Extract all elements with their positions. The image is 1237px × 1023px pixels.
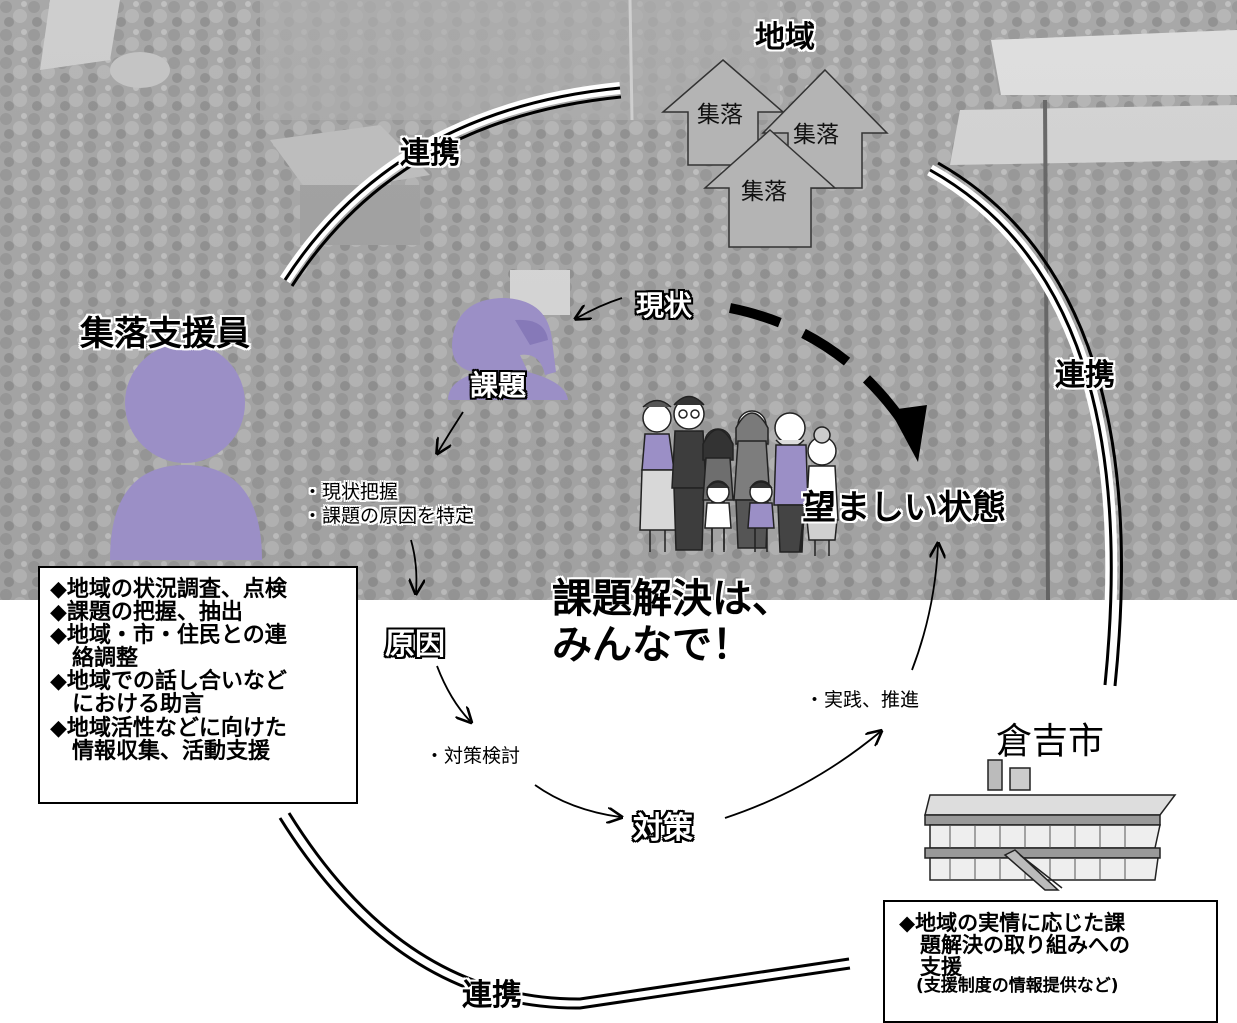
village-label-2: 集落	[793, 122, 839, 148]
supporter-role-1: ◆地域の状況調査、点検	[50, 577, 287, 602]
supporter-title: 集落支援員	[80, 314, 250, 354]
city-role-note: (支援制度の情報提供など)	[899, 976, 1119, 997]
city-role-1-cont: 題解決の取り組みへの	[899, 933, 1130, 958]
step-grasp-line1: ・現状把握	[303, 481, 399, 503]
desired-state-label: 望ましい状態	[802, 488, 1006, 528]
city-hall-building	[924, 759, 1177, 891]
link-label-bottom: 連携	[462, 978, 522, 1013]
supporter-role-2: ◆課題の把握、抽出	[50, 600, 243, 626]
link-label-top: 連携	[400, 136, 460, 171]
link-arc-right	[927, 161, 1123, 687]
step-grasp-line2: ・課題の原因を特定	[303, 505, 475, 527]
link-arc-bottom	[274, 812, 851, 1015]
slogan-line2: みんなで！	[552, 622, 752, 668]
village-houses	[660, 59, 889, 248]
dashed-progress-arrow	[729, 303, 927, 462]
family-illustration	[639, 395, 839, 556]
city-role-1-cont2: 支援	[899, 955, 962, 980]
supporter-role-4: ◆地域での話し合いなど	[50, 669, 287, 695]
cause-label: 原因	[385, 627, 445, 662]
city-title: 倉吉市	[996, 721, 1105, 762]
link-label-right: 連携	[1055, 358, 1115, 393]
supporter-role-5: ◆地域活性などに向けた	[50, 715, 287, 741]
village-label-3: 集落	[741, 179, 787, 205]
flow-arrows	[411, 297, 938, 818]
slogan-line1: 課題解決は、	[552, 576, 792, 622]
step-practice: ・実践、推進	[805, 689, 920, 711]
measure-label: 対策	[633, 811, 693, 846]
supporter-role-5-cont: 情報収集、活動支援	[50, 738, 271, 764]
current-state-label: 現状	[636, 289, 693, 322]
issue-label: 課題	[470, 369, 527, 402]
supporter-role-3: ◆地域・市・住民との連	[50, 623, 287, 649]
step-examine: ・対策検討	[425, 745, 521, 767]
link-arc-top-left	[279, 82, 622, 287]
city-roles-box: ◆地域の実情に応じた課 題解決の取り組みへの 支援 (支援制度の情報提供など)	[883, 900, 1218, 1023]
supporter-role-4-cont: における助言	[50, 692, 205, 718]
supporter-silhouette	[110, 343, 262, 560]
link-arcs	[274, 82, 1123, 1015]
village-house-3	[703, 128, 837, 248]
village-label-1: 集落	[697, 102, 743, 128]
supporter-role-3-cont: 絡調整	[50, 646, 139, 672]
thinking-person-silhouette	[448, 298, 568, 400]
city-role-1: ◆地域の実情に応じた課	[899, 911, 1126, 935]
supporter-roles-box: ◆地域の状況調査、点検 ◆課題の把握、抽出 ◆地域・市・住民との連 絡調整 ◆地…	[38, 566, 358, 804]
village-house-1	[660, 59, 786, 166]
region-title: 地域	[755, 20, 815, 55]
